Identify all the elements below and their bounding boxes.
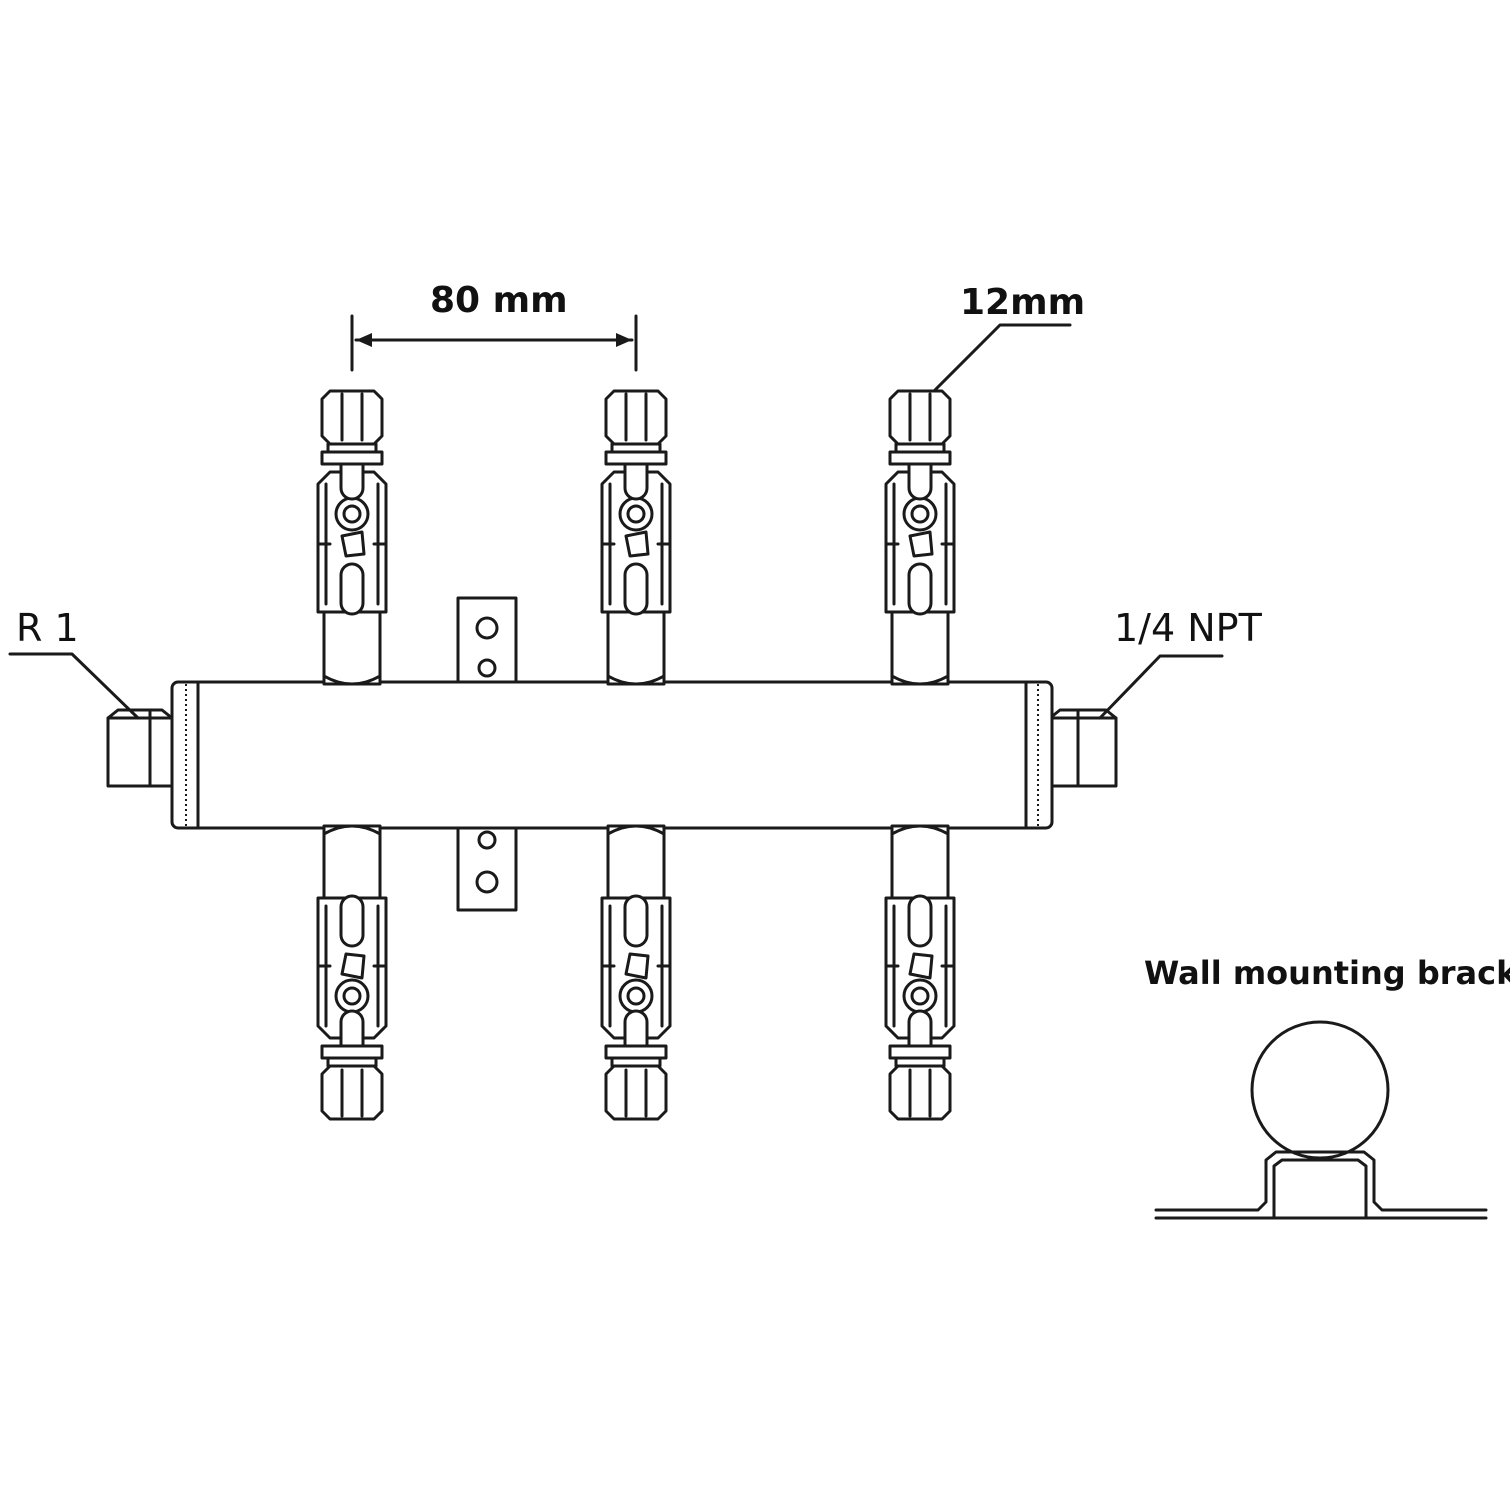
valve-bottom-3 (884, 824, 956, 1121)
outlet-thread-label: 1/4 NPT (1114, 606, 1262, 650)
valve-bottom-1 (316, 824, 388, 1121)
spacing-dimension (350, 314, 638, 372)
spacing-label: 80 mm (430, 280, 568, 321)
outlet-fitting (1048, 708, 1118, 788)
valve-bottom-2 (600, 824, 672, 1121)
outlet-leader (1098, 654, 1224, 720)
mounting-plate-bottom (456, 826, 518, 912)
valve-top-2 (600, 389, 672, 686)
tube-size-leader (933, 323, 1072, 392)
bracket-title: Wall mounting bracket (1144, 954, 1510, 992)
manifold-body (170, 680, 1054, 830)
inlet-fitting (106, 708, 174, 788)
inlet-thread-label: R 1 (16, 606, 79, 650)
inlet-leader (8, 652, 140, 720)
wall-bracket-detail (1154, 1020, 1488, 1220)
valve-top-3 (884, 389, 956, 686)
mounting-plate-top (456, 596, 518, 684)
valve-top-1 (316, 389, 388, 686)
tube-size-label: 12mm (960, 282, 1086, 323)
